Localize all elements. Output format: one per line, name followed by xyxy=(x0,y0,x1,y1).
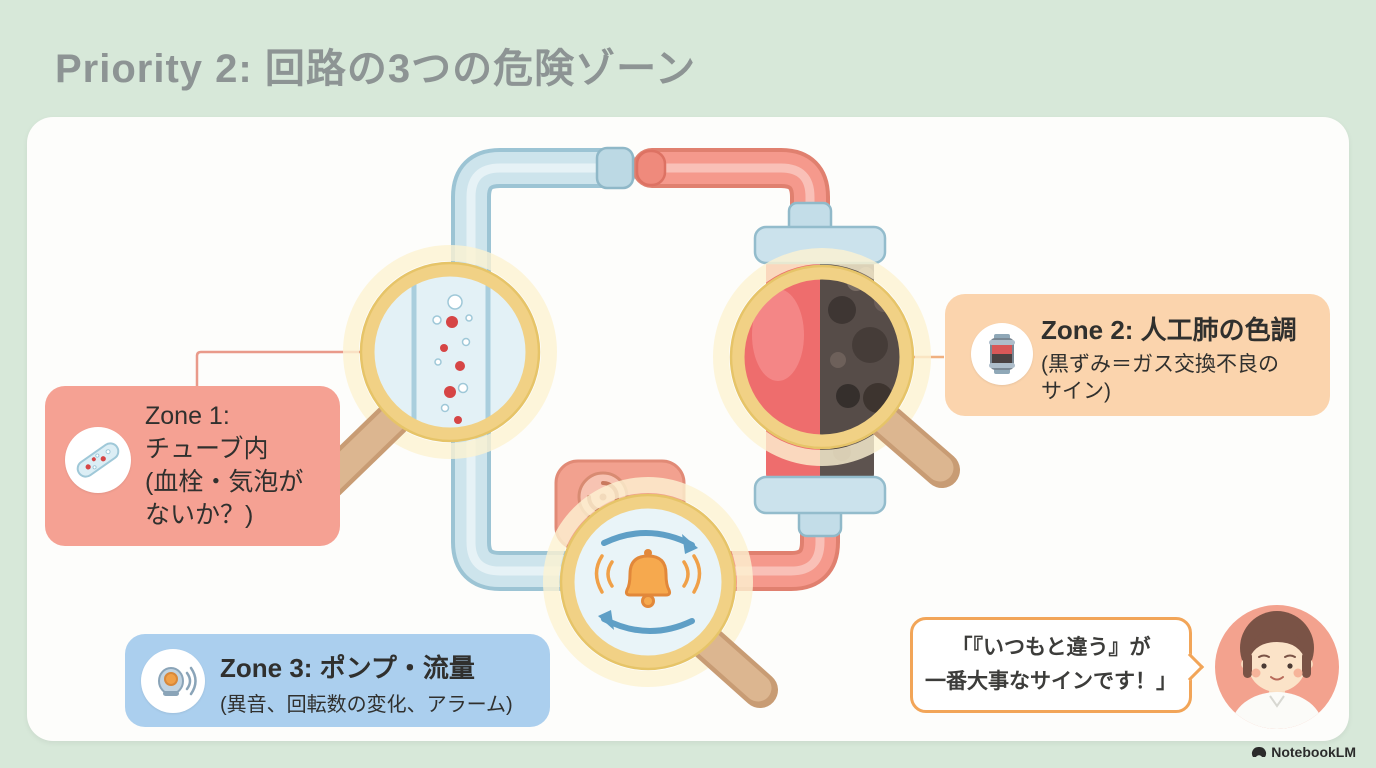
red-tube-bottom xyxy=(668,485,840,591)
zone2-title: Zone 2: 人工肺の色調 xyxy=(1041,315,1297,345)
notebooklm-logo: NotebookLM xyxy=(1251,744,1356,760)
zone2-callout: Zone 2: 人工肺の色調 (黒ずみ＝ガス交換不良の サイン) xyxy=(945,294,1330,416)
zone3-text: Zone 3: ポンプ・流量 (異音、回転数の変化、アラーム) xyxy=(220,648,513,717)
nurse-avatar xyxy=(1215,605,1339,729)
zone1-line4: ないか？) xyxy=(145,501,254,529)
notebooklm-glyph-icon xyxy=(1252,746,1267,757)
speech-line1: 「『いつもと違う』が xyxy=(951,636,1151,660)
alarm-bell-icon xyxy=(594,549,702,608)
zone1-line1: Zone 1: xyxy=(145,402,230,430)
magnifier-zone3 xyxy=(543,477,778,708)
zone2-text: Zone 2: 人工肺の色調 (黒ずみ＝ガス交換不良の サイン) xyxy=(1041,310,1297,406)
lens1-content xyxy=(411,274,491,430)
tube-joint xyxy=(595,146,667,190)
zone3-callout: Zone 3: ポンプ・流量 (異音、回転数の変化、アラーム) xyxy=(125,634,550,727)
zone3-title: Zone 3: ポンプ・流量 xyxy=(220,653,475,683)
magnifier-zone2 xyxy=(713,248,960,488)
speech-line2: 一番大事なサインです！」 xyxy=(925,670,1177,693)
zone2-line2: サイン) xyxy=(1041,380,1111,404)
page-title: Priority 2: 回路の3つの危険ゾーン xyxy=(55,47,697,91)
oxygenator-icon xyxy=(971,323,1033,385)
alarm-icon xyxy=(141,649,205,713)
zone3-subtitle: (異音、回転数の変化、アラーム) xyxy=(220,694,513,716)
zone1-line2: チューブ内 xyxy=(145,435,269,463)
zone1-line3: (血栓・気泡が xyxy=(145,468,304,496)
tube-bubbles-icon xyxy=(65,427,131,493)
red-tube-top xyxy=(632,148,830,260)
zone1-text: Zone 1: チューブ内 (血栓・気泡が ないか？) xyxy=(145,400,303,532)
rotation-arrows-icon xyxy=(598,530,698,634)
zone2-line1: (黒ずみ＝ガス交換不良の xyxy=(1041,353,1279,376)
brand-text: NotebookLM xyxy=(1271,744,1356,760)
nurse-speech-bubble: 「『いつもと違う』が 一番大事なサインです！」 xyxy=(910,617,1205,713)
zone1-callout: Zone 1: チューブ内 (血栓・気泡が ないか？) xyxy=(45,386,340,546)
zone1-connector-line xyxy=(195,350,360,388)
magnifier-zone1 xyxy=(310,245,557,500)
lens3-content xyxy=(594,530,702,634)
